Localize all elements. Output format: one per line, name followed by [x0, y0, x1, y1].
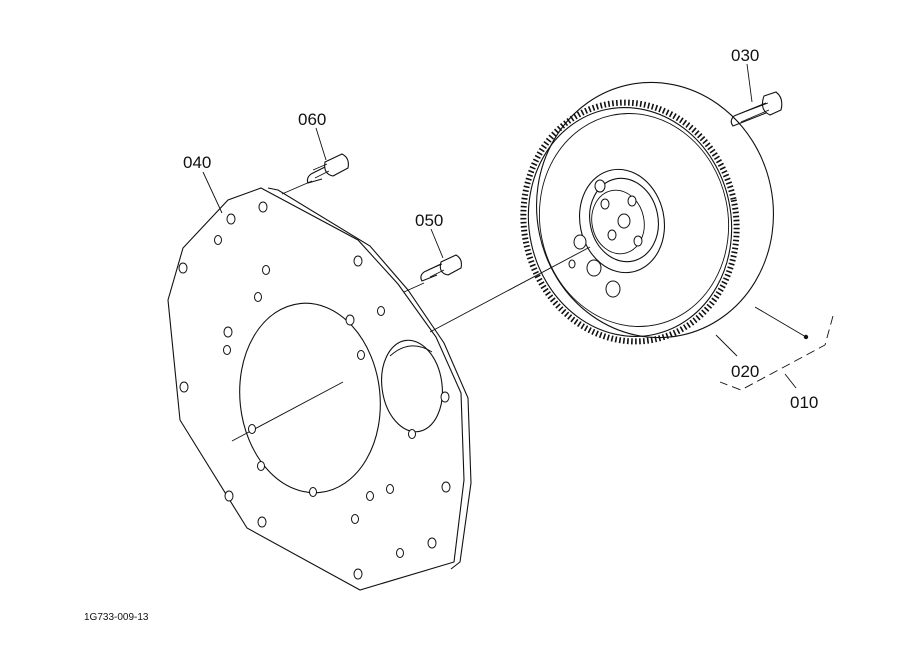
adapter-plate-040: [167, 187, 472, 591]
callout-010: 010: [790, 393, 818, 412]
bolt-050: [420, 254, 462, 282]
ring-gear-teeth: [520, 99, 740, 345]
assembly-axis-lines: [231, 180, 591, 442]
flywheel-hub: [578, 168, 666, 274]
leader-lines: [202, 63, 834, 391]
flywheel-020: [520, 81, 774, 345]
callout-060: 060: [298, 110, 326, 129]
bolt-060: [306, 153, 349, 184]
callout-050: 050: [415, 211, 443, 230]
plate-side-bore: [381, 339, 443, 433]
plate-main-bore: [239, 302, 381, 494]
callout-040: 040: [183, 153, 211, 172]
figure-code: 1G733-009-13: [84, 612, 149, 623]
plate-bolt-holes: [178, 201, 451, 580]
callout-020: 020: [731, 362, 759, 381]
callout-030: 030: [731, 46, 759, 65]
callout-labels: 040 060 050 030 020 010: [183, 46, 818, 412]
bolt-030: [730, 91, 783, 127]
